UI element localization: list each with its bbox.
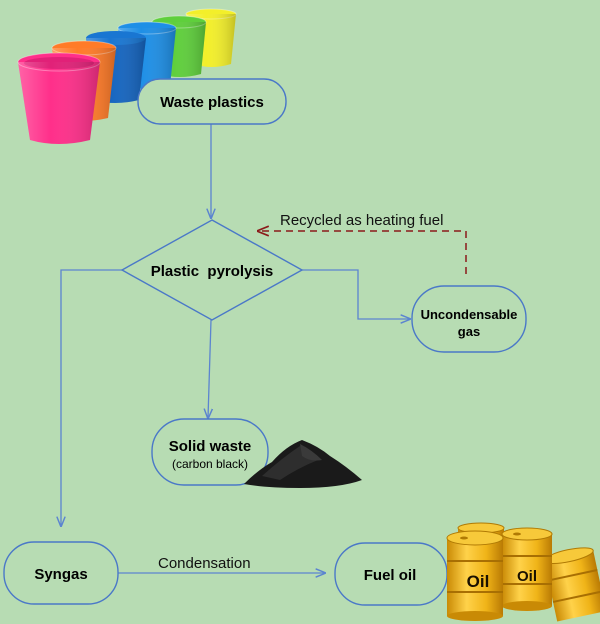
node-uncondensable-gas-line1: Uncondensable bbox=[421, 307, 518, 322]
node-plastic-pyrolysis-label: Plastic pyrolysis bbox=[151, 263, 274, 280]
edge-label-recycled: Recycled as heating fuel bbox=[280, 212, 443, 229]
node-uncondensable-gas: Uncondensable gas bbox=[411, 285, 527, 353]
oil-barrel-icon: Oil bbox=[446, 530, 504, 621]
node-fuel-oil-label: Fuel oil bbox=[364, 567, 417, 584]
node-syngas: Syngas bbox=[3, 541, 119, 605]
cup-pink-icon bbox=[17, 52, 101, 144]
node-uncondensable-gas-line2: gas bbox=[458, 324, 480, 339]
node-solid-waste-line1: Solid waste bbox=[169, 438, 252, 455]
edge-label-condensation: Condensation bbox=[158, 555, 251, 572]
edge-pyrolysis-to-syngas bbox=[61, 269, 122, 526]
oil-barrel-label: Oil bbox=[467, 572, 490, 591]
edge-pyrolysis-to-solid-waste bbox=[208, 319, 211, 418]
oil-barrel-label: Oil bbox=[517, 568, 537, 585]
edge-recycled-heating-fuel bbox=[258, 231, 467, 274]
oil-barrel-icon: Oil bbox=[501, 527, 553, 611]
plastic-cups-illustration bbox=[17, 8, 237, 144]
node-waste-plastics-label: Waste plastics bbox=[160, 94, 264, 111]
oil-barrel-icon bbox=[543, 547, 600, 622]
edges: Recycled as heating fuel Condensation bbox=[61, 124, 467, 573]
node-syngas-label: Syngas bbox=[34, 566, 87, 583]
oil-barrels-illustration: Oil Oil bbox=[446, 522, 600, 622]
node-solid-waste-line2: (carbon black) bbox=[172, 457, 248, 471]
carbon-black-pile-icon bbox=[244, 440, 362, 488]
node-waste-plastics: Waste plastics bbox=[137, 78, 287, 125]
node-fuel-oil: Fuel oil bbox=[334, 542, 448, 606]
node-plastic-pyrolysis: Plastic pyrolysis bbox=[120, 219, 304, 321]
edge-pyrolysis-to-uncondensable-gas bbox=[302, 269, 410, 319]
node-solid-waste: Solid waste (carbon black) bbox=[151, 418, 269, 486]
